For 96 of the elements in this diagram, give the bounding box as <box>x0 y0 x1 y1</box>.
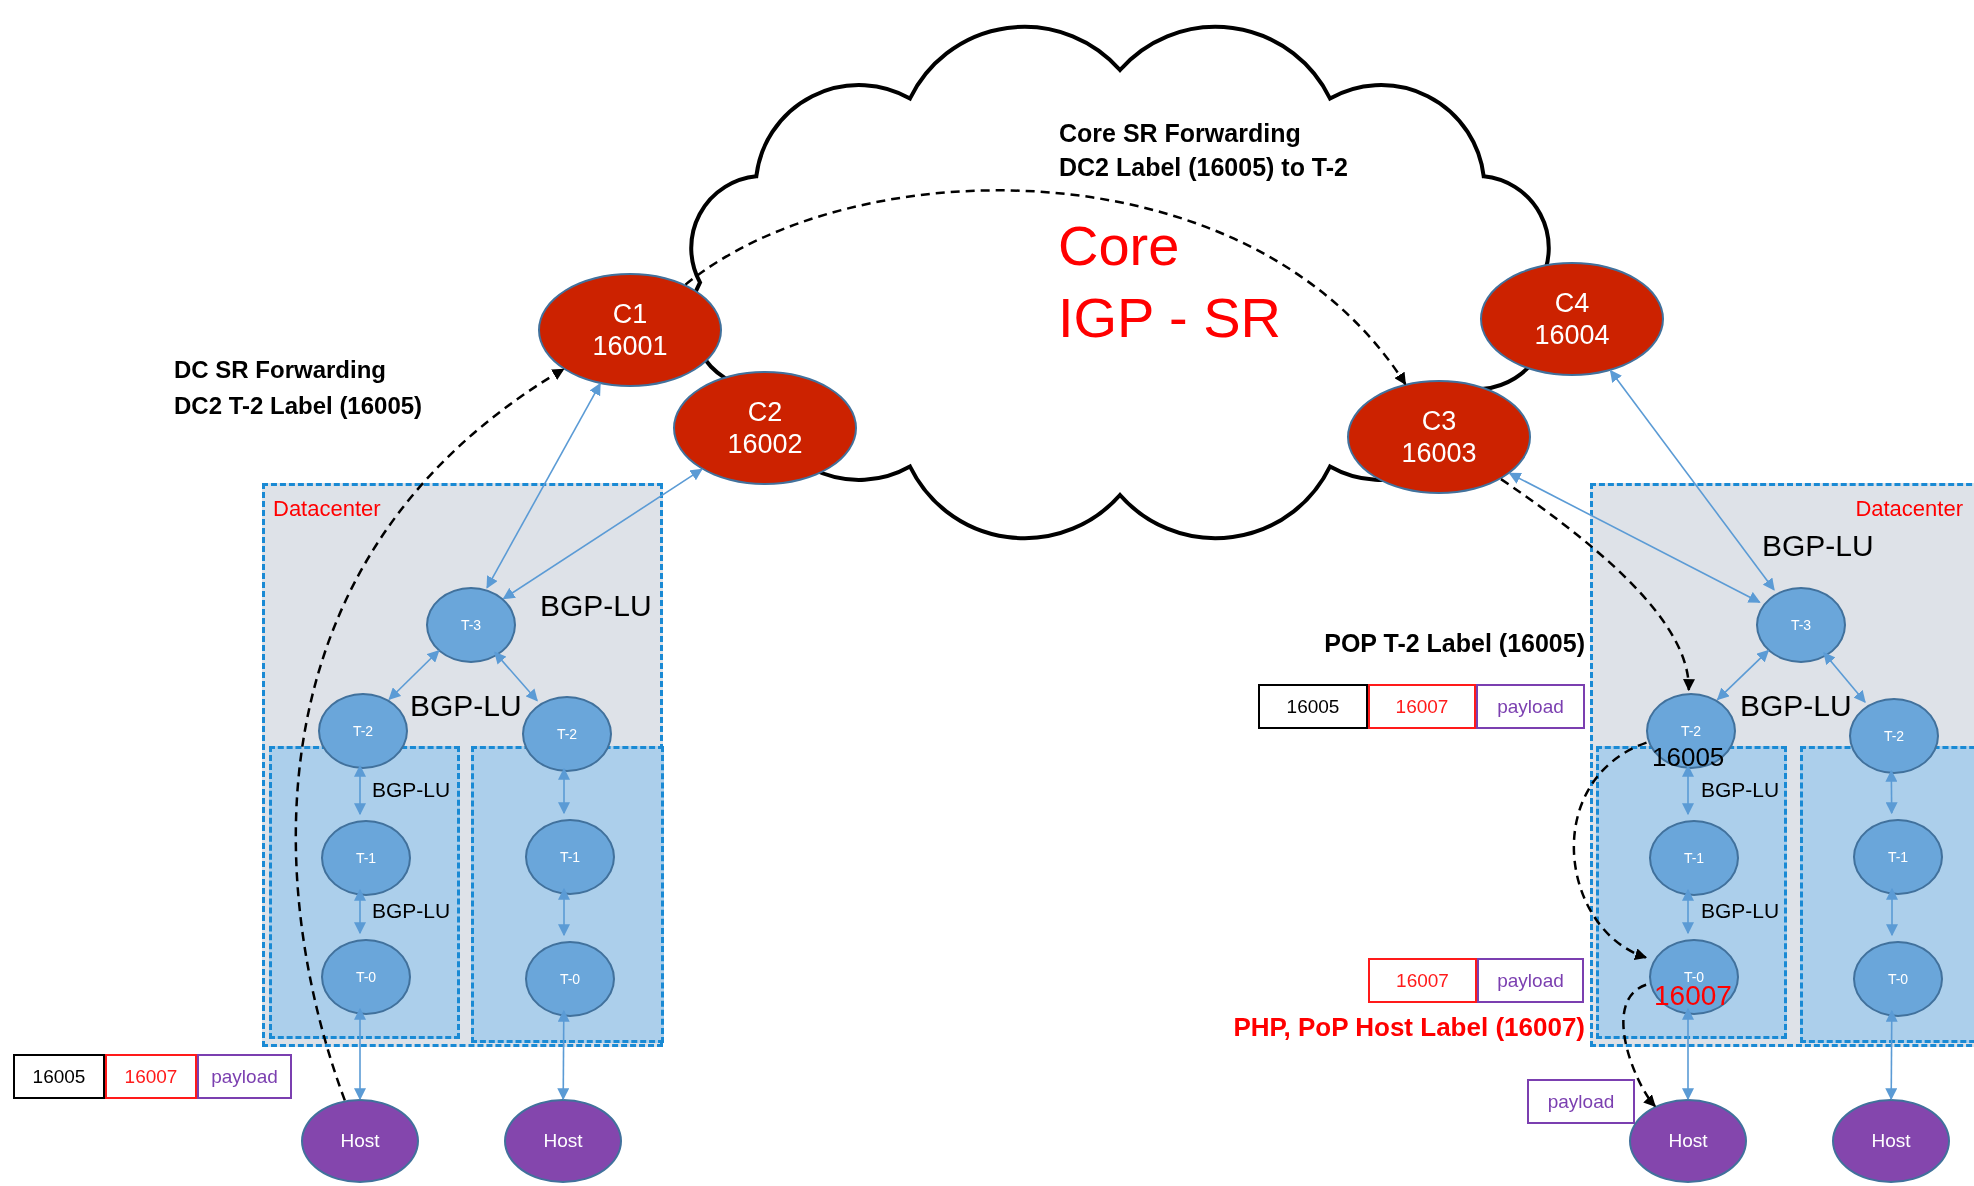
node-label: 16001 <box>592 330 668 363</box>
label-stack-cell <box>1368 958 1477 1003</box>
dashed-arrow <box>295 368 565 1101</box>
label-value: 16005 <box>1652 742 1725 774</box>
protocol-label: BGP-LU <box>372 777 451 803</box>
node-label: 16007 <box>124 1065 178 1088</box>
annotation-text: Core SR Forwarding <box>1059 118 1301 148</box>
label-stack-cell <box>13 1054 105 1099</box>
node-label: C3 <box>1421 404 1457 437</box>
arrow <box>1682 1007 1694 1101</box>
protocol-label: BGP-LU <box>1762 528 1874 564</box>
node-label: T-0 <box>1887 971 1909 987</box>
node-label: T-2 <box>352 723 374 739</box>
annotation-text: DC2 T-2 Label (16005) <box>174 392 423 421</box>
node-label: Host <box>340 1130 380 1152</box>
dashed-arrow <box>1500 478 1694 692</box>
node-label: payload <box>1497 969 1564 992</box>
datacenter-title: Datacenter <box>1855 496 1963 522</box>
node-label: 16002 <box>727 428 803 461</box>
node-label: 16007 <box>1396 969 1449 992</box>
arrow <box>1885 1009 1898 1101</box>
node-label: T-3 <box>1790 617 1812 633</box>
node-label: payload <box>1497 695 1564 718</box>
node-label: T-1 <box>1683 850 1705 866</box>
arrow <box>1682 764 1694 816</box>
datacenter-title: Datacenter <box>273 496 381 522</box>
node-label: C1 <box>612 297 648 330</box>
protocol-label: BGP-LU <box>372 898 451 924</box>
pod-box <box>269 746 460 1039</box>
node-label: T-1 <box>355 850 377 866</box>
node-label: T-2 <box>1680 723 1702 739</box>
pod-box <box>1800 746 1974 1043</box>
arrow <box>354 888 366 935</box>
arrow <box>1823 652 1866 703</box>
arrow <box>494 651 538 702</box>
pod-box <box>471 746 664 1043</box>
arrow <box>1716 649 1770 701</box>
switch-node <box>1756 587 1846 663</box>
annotation-text: PHP, PoP Host Label (16007) <box>1233 1012 1585 1044</box>
node-label: C4 <box>1554 286 1590 319</box>
label-stack-cell <box>1368 684 1476 729</box>
arrow <box>354 764 366 816</box>
datacenter-box <box>1590 483 1974 1047</box>
node-label: Host <box>543 1130 583 1152</box>
label-stack-cell <box>197 1054 292 1099</box>
arrow <box>1682 888 1694 935</box>
label-stack-cell <box>1258 684 1368 729</box>
label-stack-cell <box>1477 958 1584 1003</box>
arrow <box>558 767 570 815</box>
node-label: T-1 <box>1887 849 1909 865</box>
node-label: 16003 <box>1401 437 1477 470</box>
protocol-label: BGP-LU <box>410 688 522 724</box>
arrow <box>486 382 601 589</box>
arrow <box>502 468 703 600</box>
node-label: T-3 <box>460 617 482 633</box>
protocol-label: BGP-LU <box>1701 898 1780 924</box>
protocol-label: BGP-LU <box>540 588 652 624</box>
arrow <box>558 887 570 937</box>
node-label: T-0 <box>355 969 377 985</box>
node-label: T-1 <box>559 849 581 865</box>
annotation-text: POP T-2 Label (16005) <box>1324 628 1585 658</box>
label-stack-cell <box>1476 684 1585 729</box>
arrow <box>388 649 440 701</box>
annotation-text: DC SR Forwarding <box>174 356 386 385</box>
node-label: T-2 <box>556 726 578 742</box>
arrow <box>1609 369 1775 591</box>
dashed-arrow <box>1622 983 1656 1108</box>
node-label: 16005 <box>32 1065 86 1088</box>
node-label: 16007 <box>1395 695 1449 718</box>
arrow <box>1886 887 1898 937</box>
dashed-arrow <box>1572 741 1648 959</box>
node-label: T-0 <box>1683 969 1705 985</box>
label-stack-cell <box>105 1054 197 1099</box>
node-label: Host <box>1668 1130 1708 1152</box>
annotation-text: DC2 Label (16005) to T-2 <box>1059 152 1348 182</box>
arrow <box>1885 769 1898 815</box>
protocol-label: BGP-LU <box>1740 688 1852 724</box>
protocol-label: BGP-LU <box>1701 777 1780 803</box>
arrow <box>557 1009 570 1101</box>
arrow <box>354 1007 366 1101</box>
switch-node <box>426 587 516 663</box>
cloud-title: IGP - SR <box>1058 285 1281 351</box>
node-label: 16005 <box>1286 695 1340 718</box>
pod-box <box>1596 746 1787 1039</box>
node-label: 16004 <box>1534 319 1610 352</box>
dashed-arrow <box>684 189 1407 385</box>
node-label: C2 <box>747 395 783 428</box>
cloud-title: Core <box>1058 213 1181 279</box>
datacenter-box <box>262 483 663 1047</box>
node-label: Host <box>1871 1130 1911 1152</box>
node-label: payload <box>211 1065 278 1088</box>
node-label: T-2 <box>1883 728 1905 744</box>
arrow <box>1508 472 1761 603</box>
node-label: T-0 <box>559 971 581 987</box>
label-stack-cell <box>1527 1079 1635 1124</box>
node-label: payload <box>1547 1090 1615 1113</box>
